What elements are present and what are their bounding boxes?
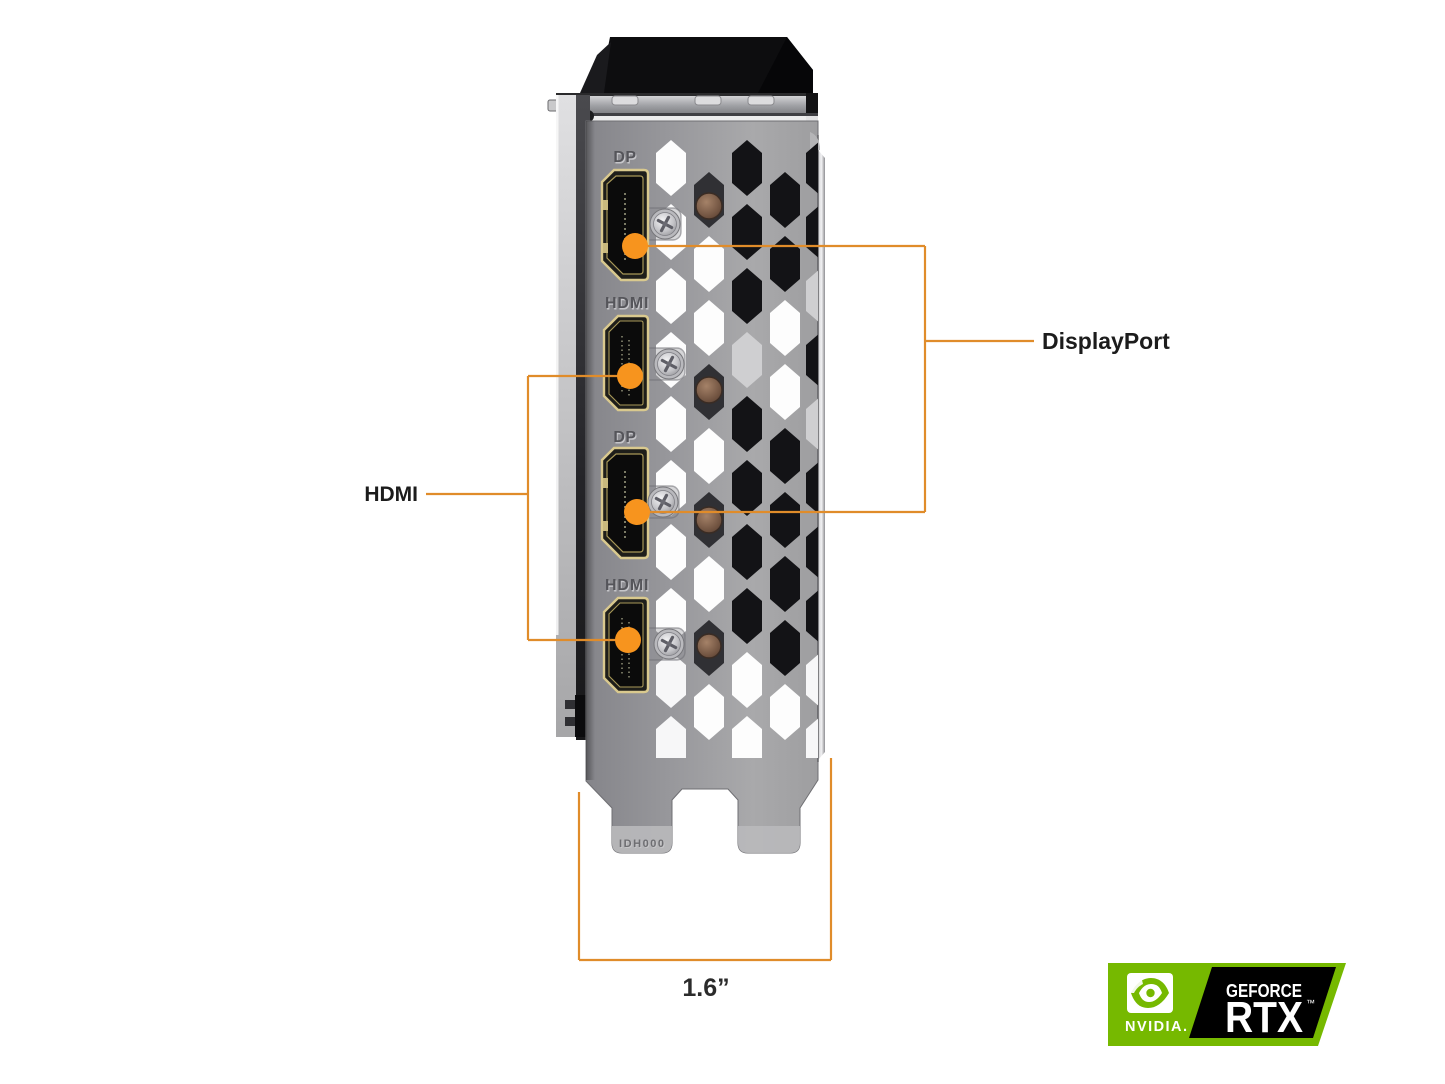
- gpu-card: IDH000 IDH000 DP DP HDMI HDMI DP DP HDMI…: [547, 37, 825, 854]
- hdmi-callout-dot: [617, 363, 643, 389]
- heatpipe-end: [695, 192, 723, 220]
- port-label-dp2-shadow: DP: [614, 431, 637, 448]
- vent-grid: [656, 140, 818, 758]
- plate-left-shadow: [586, 121, 595, 780]
- hdmi-callout-label: HDMI: [364, 483, 418, 506]
- nvidia-logo: NVIDIA.: [1125, 973, 1187, 1035]
- badge-rtx-text: RTX: [1225, 993, 1303, 1042]
- bracket-stamp-shadow: IDH000: [620, 839, 666, 851]
- displayport-callout-dot: [624, 499, 650, 525]
- screw-icon: [648, 207, 682, 241]
- port-label-hdmi2: HDMI: [605, 577, 649, 594]
- bracket-right-flange: [810, 132, 825, 762]
- hdmi-callout-dot: [615, 627, 641, 653]
- port-label-dp1: DP: [613, 149, 636, 166]
- nvidia-eye-icon: [1131, 978, 1169, 1008]
- port-dp-1: [600, 168, 650, 282]
- port-label-hdmi2-shadow: HDMI: [606, 579, 650, 596]
- callout-displayport: DisplayPort: [622, 233, 1170, 525]
- port-label-hdmi1: HDMI: [605, 295, 649, 312]
- nvidia-wordmark: NVIDIA.: [1125, 1019, 1187, 1035]
- port-label-hdmi1-shadow: HDMI: [606, 297, 650, 314]
- callout-hdmi: HDMI: [364, 363, 643, 653]
- badge-trademark: ™: [1306, 998, 1315, 1008]
- bracket-stamp: IDH000: [619, 838, 665, 850]
- port-hdmi-1: [602, 314, 650, 412]
- displayport-callout-label: DisplayPort: [1042, 328, 1170, 354]
- heatpipe-end: [695, 506, 723, 534]
- displayport-callout-dot: [622, 233, 648, 259]
- screw-icon: [652, 347, 686, 381]
- port-label-dp2: DP: [613, 429, 636, 446]
- dimension-annotation: 1.6”: [577, 758, 833, 1002]
- port-label-dp1-shadow: DP: [614, 151, 637, 168]
- bracket-feet: IDH000 IDH000: [612, 826, 800, 853]
- port-labels: DP DP HDMI HDMI DP DP HDMI HDMI: [605, 149, 650, 596]
- heatpipe-end: [696, 633, 722, 659]
- geforce-rtx-badge: NVIDIA. GEFORCE RTX ™: [1108, 963, 1346, 1046]
- heatpipe-end: [695, 376, 723, 404]
- dimension-label: 1.6”: [682, 974, 729, 1002]
- screw-icon: [652, 627, 686, 661]
- badge-black-panel: [1189, 967, 1336, 1038]
- badge-geforce-text: GEFORCE: [1226, 981, 1302, 1001]
